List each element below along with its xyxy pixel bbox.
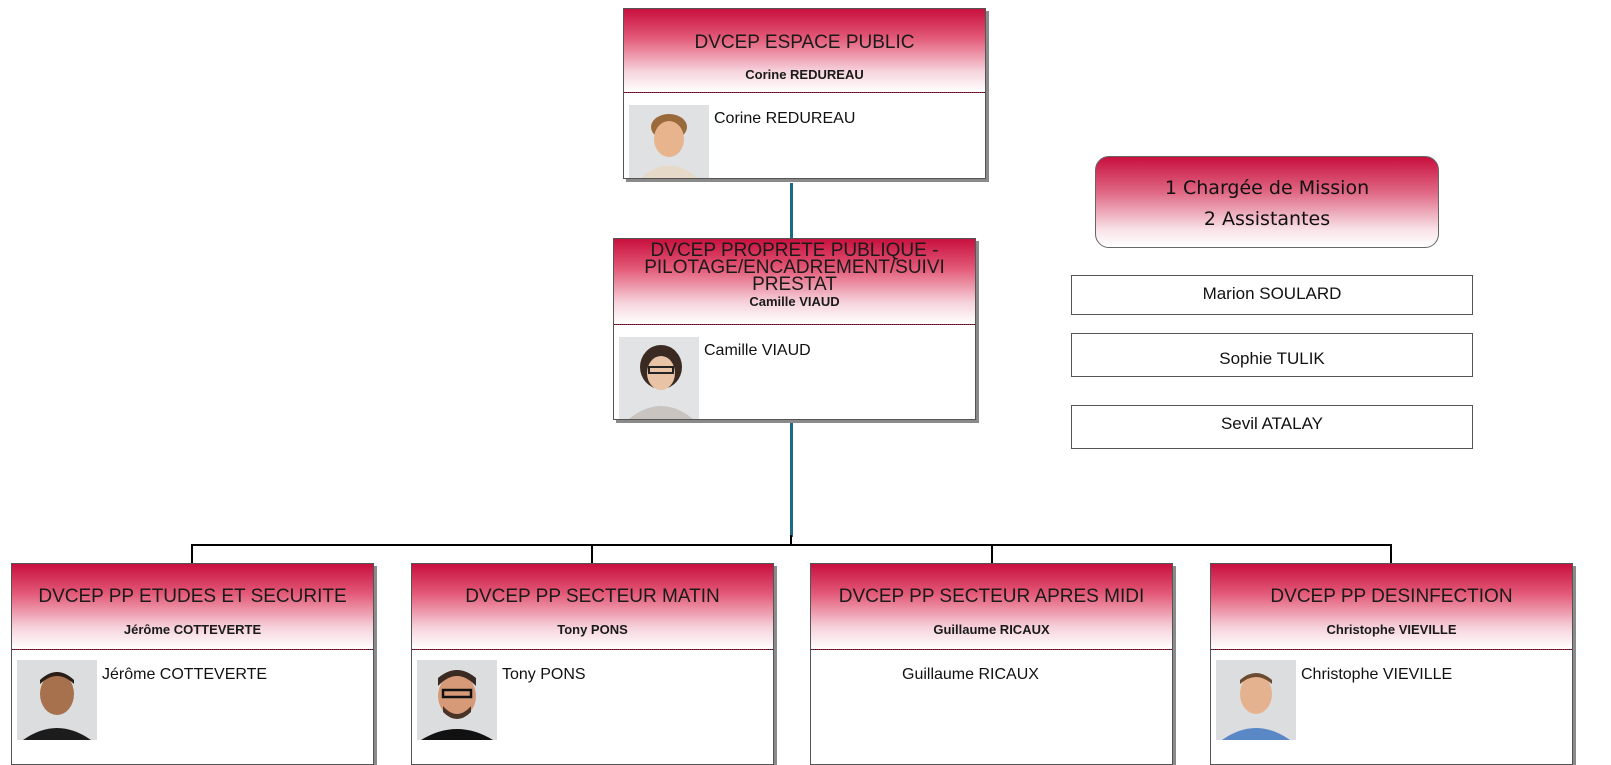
person-name: Tony PONS <box>502 666 586 683</box>
staff-name: Sophie TULIK <box>1219 349 1325 368</box>
unit-title-line: PRESTAT <box>752 274 837 295</box>
connector-drop-center <box>790 535 792 545</box>
unit-title: DVCEP PP SECTEUR APRES MIDI <box>838 586 1145 607</box>
person-name: Christophe VIEVILLE <box>1301 666 1453 683</box>
org-box-header: DVCEP PP SECTEUR MATIN Tony PONS <box>412 564 773 650</box>
person-photo <box>619 337 699 419</box>
unit-manager: Camille VIAUD <box>749 294 840 309</box>
unit-manager: Christophe VIEVILLE <box>1326 622 1457 637</box>
unit-title: DVCEP PP SECTEUR MATIN <box>465 586 720 607</box>
person-name: Jérôme COTTEVERTE <box>102 666 268 683</box>
org-box-unit[interactable]: DVCEP PP DESINFECTION Christophe VIEVILL… <box>1210 563 1573 765</box>
staff-box[interactable]: Marion SOULARD <box>1071 275 1473 315</box>
connector-drop-4 <box>1390 544 1392 563</box>
support-summary: 1 Chargée de Mission 2 Assistantes <box>1095 156 1439 248</box>
org-box-top[interactable]: DVCEP ESPACE PUBLIC Corine REDUREAU Cori… <box>623 8 986 179</box>
person-photo <box>417 660 497 740</box>
unit-title: DVCEP PP DESINFECTION <box>1270 586 1513 607</box>
connector-mid-bus <box>790 420 793 537</box>
org-box-header: DVCEP PP SECTEUR APRES MIDI Guillaume RI… <box>811 564 1172 650</box>
person-name: Guillaume RICAUX <box>902 666 1039 683</box>
org-box-header: DVCEP PROPRETE PUBLIQUE - PILOTAGE/ENCAD… <box>614 239 975 325</box>
connector-drop-2 <box>591 544 593 563</box>
person-name: Corine REDUREAU <box>714 110 856 127</box>
unit-title-line: PILOTAGE/ENCADREMENT/SUIVI <box>644 257 945 278</box>
org-box-unit[interactable]: DVCEP PP SECTEUR MATIN Tony PONS Tony PO… <box>411 563 774 765</box>
staff-box[interactable]: Sevil ATALAY <box>1071 405 1473 449</box>
org-box-header: DVCEP ESPACE PUBLIC Corine REDUREAU <box>624 9 985 93</box>
connector-bus <box>191 544 1392 546</box>
support-line: 1 Chargée de Mission <box>1164 177 1370 199</box>
connector-drop-1 <box>191 544 193 563</box>
staff-box[interactable]: Sophie TULIK <box>1071 333 1473 377</box>
person-name: Camille VIAUD <box>704 342 811 359</box>
staff-name: Sevil ATALAY <box>1220 414 1324 433</box>
unit-manager: Guillaume RICAUX <box>933 622 1050 637</box>
org-box-unit[interactable]: DVCEP PP ETUDES ET SECURITE Jérôme COTTE… <box>11 563 374 765</box>
unit-title: DVCEP ESPACE PUBLIC <box>694 32 915 53</box>
unit-manager: Corine REDUREAU <box>745 67 864 82</box>
unit-manager: Tony PONS <box>557 622 628 637</box>
person-photo <box>17 660 97 740</box>
person-photo <box>629 105 709 178</box>
support-line: 2 Assistantes <box>1203 208 1331 230</box>
org-box-mid[interactable]: DVCEP PROPRETE PUBLIQUE - PILOTAGE/ENCAD… <box>613 238 976 420</box>
org-box-header: DVCEP PP ETUDES ET SECURITE Jérôme COTTE… <box>12 564 373 650</box>
org-box-header: DVCEP PP DESINFECTION Christophe VIEVILL… <box>1211 564 1572 650</box>
connector-drop-3 <box>991 544 993 563</box>
person-photo <box>1216 660 1296 740</box>
unit-manager: Jérôme COTTEVERTE <box>123 622 262 637</box>
org-box-unit[interactable]: DVCEP PP SECTEUR APRES MIDI Guillaume RI… <box>810 563 1173 765</box>
unit-title: DVCEP PP ETUDES ET SECURITE <box>38 586 347 607</box>
unit-title-line: DVCEP PROPRETE PUBLIQUE - <box>650 240 939 261</box>
staff-name: Marion SOULARD <box>1202 284 1342 303</box>
connector-top-mid <box>790 183 793 238</box>
